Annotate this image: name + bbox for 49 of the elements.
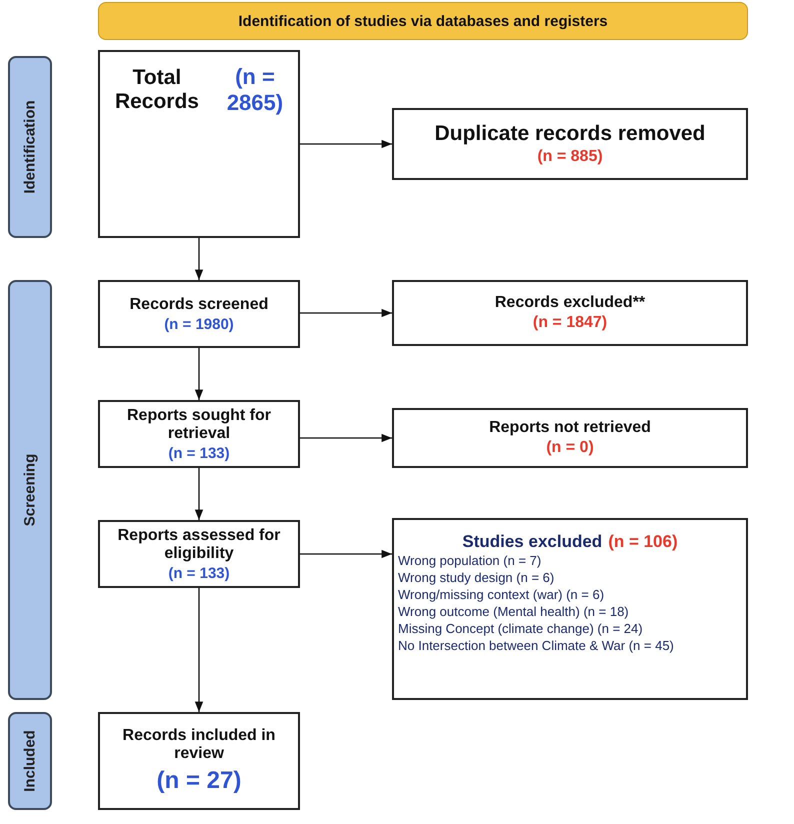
- box-heading: Reports not retrieved: [489, 419, 651, 437]
- process-box: [98, 50, 300, 238]
- process-box: [98, 400, 300, 468]
- process-box: [392, 108, 748, 180]
- phase-label: Included: [22, 730, 38, 792]
- arrow: [300, 140, 392, 148]
- banner-title: Identification of studies via databases and registers: [238, 12, 608, 30]
- count-text: (n = 133): [168, 444, 230, 462]
- box-heading: Records included in review: [122, 727, 276, 763]
- count-text: (n = 1980): [164, 316, 234, 332]
- arrow: [300, 434, 392, 442]
- phase-sidebar: [8, 56, 52, 238]
- process-box: [392, 280, 748, 346]
- exclusion-reason: Wrong population (n = 7): [398, 552, 542, 569]
- arrow: [194, 588, 204, 712]
- count-text: (n = 1847): [532, 314, 608, 332]
- box-heading: Studies excluded: [462, 532, 602, 552]
- box-heading: Records excluded**: [494, 294, 646, 312]
- arrow: [194, 348, 204, 400]
- process-box: [392, 518, 748, 700]
- count-text: (n = 106): [608, 532, 678, 552]
- process-box: [98, 280, 300, 348]
- phase-label: Identification: [22, 100, 38, 194]
- arrow: [194, 238, 204, 280]
- count-text: (n = 885): [537, 148, 603, 166]
- box-heading: Records screened: [130, 296, 268, 314]
- exclusion-reason: Wrong/missing context (war) (n = 6): [398, 586, 604, 603]
- exclusion-reason: Missing Concept (climate change) (n = 24): [398, 620, 643, 637]
- banner-header: [98, 2, 748, 40]
- count-text: (n = 133): [168, 564, 230, 582]
- arrow: [194, 468, 204, 520]
- process-box: [392, 408, 748, 468]
- phase-sidebar: [8, 280, 52, 700]
- box-heading: Total Records: [114, 66, 200, 114]
- exclusion-reason: Wrong outcome (Mental health) (n = 18): [398, 603, 629, 620]
- count-text: (n = 0): [546, 439, 594, 457]
- arrow: [300, 308, 392, 318]
- count-text: (n = 2865): [226, 64, 284, 116]
- box-heading: Reports assessed for eligibility: [116, 526, 282, 562]
- arrow: [300, 550, 392, 558]
- box-heading: Duplicate records removed: [434, 122, 706, 146]
- box-heading: Reports sought for retrieval: [126, 406, 272, 442]
- exclusion-reason: Wrong study design (n = 6): [398, 569, 554, 586]
- count-text: (n = 27): [156, 767, 242, 795]
- phase-label: Screening: [22, 454, 38, 526]
- process-box: [98, 712, 300, 810]
- exclusion-reason: No Intersection between Climate & War (n = 45): [398, 637, 674, 654]
- phase-sidebar: [8, 712, 52, 810]
- process-box: [98, 520, 300, 588]
